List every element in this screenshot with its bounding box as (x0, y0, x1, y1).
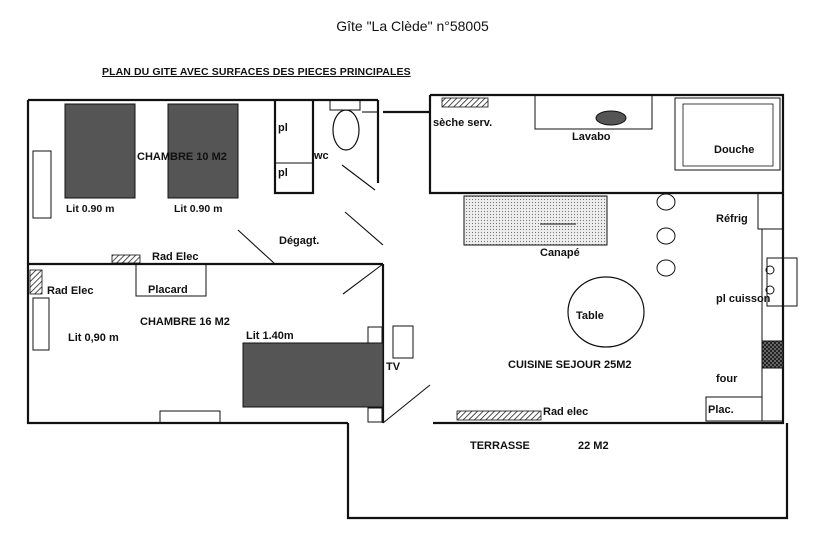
bed-1 (64, 103, 136, 199)
fridge (757, 192, 784, 230)
room-label-chambre16: CHAMBRE 16 M2 (140, 316, 230, 328)
outer-walls (26, 93, 789, 520)
bed-3 (242, 342, 384, 408)
closet-label-1: pl (278, 122, 288, 134)
wardrobe-1 (32, 150, 52, 219)
oven (761, 340, 784, 369)
plan-subtitle: PLAN DU GITE AVEC SURFACES DES PIECES PR… (102, 66, 411, 78)
sink-icon (595, 110, 627, 126)
wc-label: wc (313, 150, 329, 162)
chair-1 (656, 193, 676, 211)
radiator-label-3: Rad elec (543, 406, 588, 418)
sink-label: Lavabo (572, 131, 611, 143)
fridge-label: Réfrig (716, 213, 748, 225)
cooktop-label: pl cuisson (716, 293, 771, 305)
cooktop (766, 257, 798, 307)
page-title: Gîte "La Clède" n°58005 (336, 18, 489, 34)
bed-label-3: Lit 0,90 m (68, 332, 119, 344)
terrace-label: TERRASSE (470, 440, 530, 452)
shower-tray (674, 97, 781, 171)
towel-dryer-label: sèche serv. (433, 117, 492, 129)
bathroom: sèche serv. Lavabo Douche (433, 94, 781, 171)
radiator-label-1: Rad Elec (152, 251, 198, 263)
bed-label-1: Lit 0.90 m (66, 203, 114, 215)
bed-label-2: Lit 0.90 m (174, 203, 222, 215)
toilet-icon (332, 109, 360, 151)
room-cuisine-sejour: Canapé Table Réfrig pl cuisson four Plac… (456, 192, 798, 422)
window-1 (159, 410, 221, 424)
chair-3 (656, 259, 676, 277)
oven-label: four (716, 373, 738, 385)
radiator-3 (456, 410, 542, 421)
storage-and-wc: pl pl wc Dégagt. (278, 99, 361, 247)
radiator-1 (111, 254, 141, 264)
room-chambre-16: Rad Elec Placard CHAMBRE 16 M2 Lit 0,90 … (29, 263, 414, 424)
tv-stand (392, 325, 414, 359)
towel-dryer (441, 97, 489, 108)
cupboard-label: Plac. (708, 404, 734, 416)
hallway-label: Dégagt. (279, 235, 319, 247)
sofa (463, 195, 608, 246)
kitchen-counter (761, 228, 784, 342)
radiator-label-2: Rad Elec (47, 285, 93, 297)
bed-2 (167, 103, 239, 199)
wardrobe-2 (32, 297, 50, 351)
sofa-label: Canapé (540, 247, 580, 259)
placard-label: Placard (148, 284, 188, 296)
room-label-cuisine: CUISINE SEJOUR 25M2 (508, 359, 631, 371)
room-label-chambre10: CHAMBRE 10 M2 (137, 151, 227, 163)
tv-label: TV (386, 361, 401, 373)
chair-2 (656, 227, 676, 245)
closet-label-2: pl (278, 167, 288, 179)
terrace: TERRASSE 22 M2 (470, 440, 609, 452)
room-chambre-10: CHAMBRE 10 M2 Lit 0.90 m Lit 0.90 m Rad … (32, 103, 239, 264)
shower-label: Douche (714, 144, 754, 156)
sink-counter (534, 94, 653, 130)
radiator-2 (29, 269, 43, 295)
terrace-area-label: 22 M2 (578, 440, 609, 452)
placard-box (135, 263, 207, 297)
table-icon (567, 276, 645, 348)
table-label: Table (576, 310, 604, 322)
bed-label-4: Lit 1.40m (246, 330, 294, 342)
